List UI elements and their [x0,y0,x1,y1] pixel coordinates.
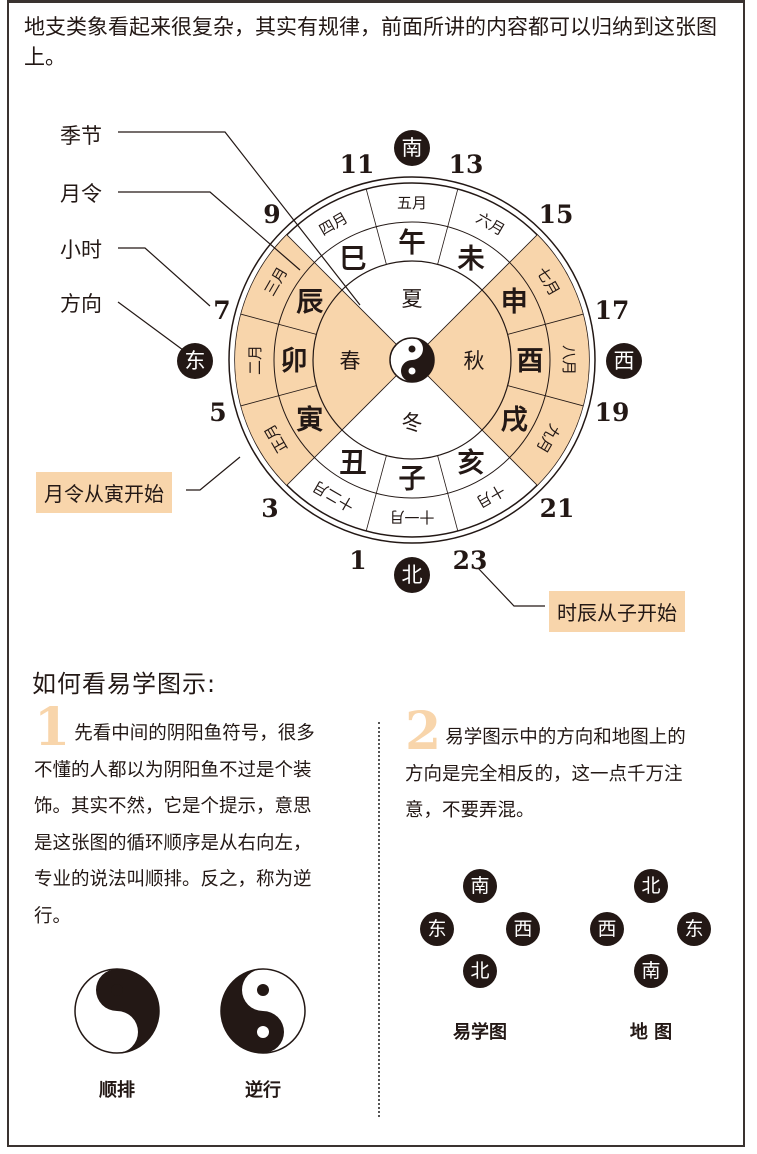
yixue-diagram-label: 易学图 [453,1022,507,1043]
direction-north-badge: 北 [394,557,430,593]
map-right-badge: 东 [677,912,711,946]
month-label: 二月 [246,345,264,375]
yinyang-reverse-icon [220,968,306,1054]
branch-label: 午 [399,227,426,259]
branch-label: 卯 [281,346,308,377]
hour-label: 7 [213,296,230,325]
step1-line: 先看中间的阴阳鱼符号，很多 [74,723,315,744]
season-quadrant-warm [235,234,412,486]
leader-line-hour [118,247,211,307]
yinyang-forward-label: 顺排 [99,1080,135,1101]
callout-hour: 小时 [60,238,102,262]
step1-line: 行。 [34,905,72,927]
wheel-rings: 午五月未六月申七月酉八月戌九月亥十月子十一月丑十二月寅正月卯二月辰三月巳四月夏秋… [209,150,629,575]
branch-divider [437,188,459,265]
hour-start-note: 时辰从子开始 [549,591,685,632]
hour-label: 17 [595,296,630,325]
branch-label: 寅 [296,404,323,436]
branch-label: 酉 [517,346,544,377]
season-divider [427,234,538,345]
month-start-note: 月令从寅开始 [36,472,172,513]
branch-ring-inner [312,260,512,460]
hour-label: 3 [261,494,278,523]
hour-label: 21 [540,494,575,523]
season-divider [427,375,538,486]
step2-number: 2 [405,701,442,762]
yinyang-reverse-label: 逆行 [245,1080,281,1101]
hour-label: 19 [595,398,630,427]
branch-divider [240,313,317,335]
branch-label: 未 [458,244,485,275]
yixue-bottom-badge: 北 [463,954,497,988]
season-divider [286,375,397,486]
hour-label: 23 [453,546,488,575]
leader-line-month [118,191,301,271]
hour-label: 9 [263,200,280,229]
map-diagram-label: 地 图 [629,1022,673,1043]
step1-line: 饰。其实不然，它是个提示，意思 [34,796,312,817]
column-divider [378,722,380,1117]
yixue-right-badge: 西 [506,912,540,946]
yinyang-dot [408,345,416,353]
direction-east-badge: 东 [177,343,213,379]
step1-line: 是这张图的循环顺序是从右向左， [34,832,312,854]
leader-line-season [118,131,361,306]
hour-label: 11 [340,150,375,179]
yinyang-dot [408,367,416,375]
branch-label: 子 [399,464,426,495]
month-ring-inner [273,221,551,499]
hour-label: 1 [349,546,366,575]
direction-west-badge: 西 [606,343,642,379]
branch-label: 申 [501,287,528,318]
branch-label: 丑 [340,448,367,479]
direction-south-badge: 南 [394,130,430,166]
branch-divider [365,188,387,265]
month-label: 十一月 [389,508,434,526]
yinyang-forward-icon [74,968,160,1054]
map-top-badge: 北 [634,869,668,903]
callout-season: 季节 [60,124,102,148]
leader-line-direction [117,301,184,351]
hour-label: 13 [449,150,484,179]
intro-text: 地支类象看起来很复杂，其实有规律，前面所讲的内容都可以归纳到这张图上。 [24,15,717,69]
leader-line-month-start [186,456,241,491]
step1-number: 1 [34,697,71,758]
branch-label: 辰 [296,287,323,318]
month-label: 五月 [397,194,427,212]
leader-line-hour-start [477,567,545,607]
branch-label: 亥 [458,447,485,479]
branch-divider [437,455,459,532]
branch-label: 巳 [340,244,367,275]
branch-label: 戌 [501,405,528,436]
step2-line: 方向是完全相反的，这一点千万注 [405,763,683,785]
season-label: 春 [340,349,361,373]
guide-title: 如何看易学图示: [32,670,217,698]
step1-line: 不懂的人都以为阴阳鱼不过是个装 [34,759,312,781]
yixue-left-badge: 东 [420,912,454,946]
yixue-top-badge: 南 [463,869,497,903]
callout-direction: 方向 [60,292,102,316]
step1-line: 专业的说法叫顺排。反之，称为逆 [34,869,312,890]
callout-month-order: 月令 [60,182,102,206]
map-bottom-badge: 南 [634,954,668,988]
month-label: 八月 [560,345,578,375]
season-label: 冬 [402,411,423,435]
branch-divider [507,313,584,335]
season-label: 夏 [402,287,423,311]
earthly-branches-wheel: 午五月未六月申七月酉八月戌九月亥十月子十一月丑十二月寅正月卯二月辰三月巳四月夏秋… [117,131,629,607]
hour-label: 5 [209,398,226,427]
season-quadrant-warm [412,234,589,486]
branch-divider [365,455,387,532]
season-divider [286,234,397,345]
branch-divider [240,385,317,407]
season-label: 秋 [464,349,485,373]
branch-divider [507,385,584,407]
hour-label: 15 [539,200,574,229]
leader-lines [117,131,545,607]
map-left-badge: 西 [590,912,624,946]
step2-line: 意，不要弄混。 [405,800,535,821]
step2-line: 易学图示中的方向和地图上的 [445,727,686,748]
